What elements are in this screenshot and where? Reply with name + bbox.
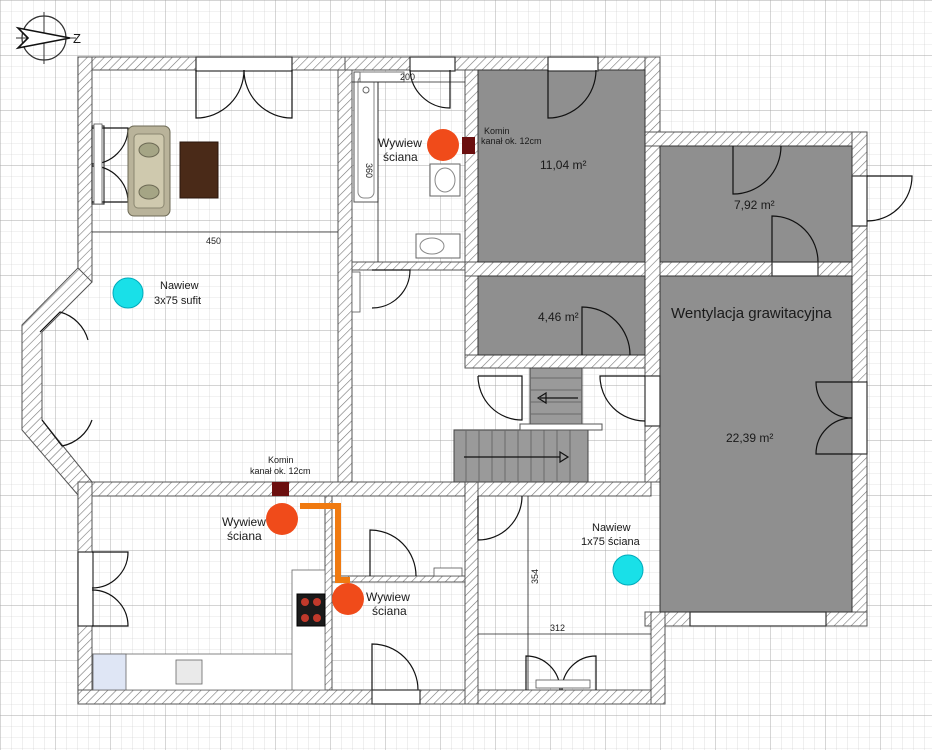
sink-icon xyxy=(429,163,461,197)
coffee-table xyxy=(179,141,219,199)
chimney-mid-label: Komin xyxy=(268,455,294,465)
exhaust-bath-sublabel: ściana xyxy=(383,150,418,164)
dim-bedroom-width: 312 xyxy=(550,623,565,633)
dim-bath-height: 360 xyxy=(364,163,374,178)
bath-shelf xyxy=(359,71,405,83)
bathtub-icon xyxy=(353,71,379,203)
exhaust-kitchen-sublabel: ściana xyxy=(227,529,262,543)
room-top-right xyxy=(659,145,853,263)
sofa-icon xyxy=(127,125,171,217)
room-area-top-right: 7,92 m² xyxy=(734,198,775,212)
grey-rooms xyxy=(477,69,853,613)
big-room-title: Wentylacja grawitacyjna xyxy=(671,305,832,322)
supply-living-label: Nawiew xyxy=(160,280,199,292)
room-small xyxy=(477,275,646,356)
exhaust-vent-bath xyxy=(427,129,459,161)
exhaust-vent-hall xyxy=(332,583,364,615)
exhaust-hall-sublabel: ściana xyxy=(372,604,407,618)
dim-bath-width: 200 xyxy=(400,72,415,82)
supply-living-sublabel: 3x75 sufit xyxy=(154,295,201,307)
supply-right-sublabel: 1x75 ściana xyxy=(581,536,641,548)
compass-north-letter: Z xyxy=(73,31,81,46)
stairs xyxy=(453,367,603,483)
ventilation-duct xyxy=(300,503,350,583)
dim-bedroom-height: 354 xyxy=(530,569,540,584)
stove-icon xyxy=(296,593,326,627)
compass-icon xyxy=(15,12,76,64)
exhaust-bath-label: Wywiew xyxy=(378,136,422,150)
chimney-top-label: Komin xyxy=(484,126,510,136)
exhaust-vent-kitchen xyxy=(266,503,298,535)
chimney-top-sublabel: kanał ok. 12cm xyxy=(481,136,542,146)
room-area-big: 22,39 m² xyxy=(726,431,773,445)
supply-vent-bedroom xyxy=(612,554,644,586)
dimension-lines xyxy=(92,81,651,690)
room-area-small: 4,46 m² xyxy=(538,310,579,324)
exhaust-kitchen-label: Wywiew xyxy=(222,515,266,529)
supply-vent-living xyxy=(112,277,144,309)
exhaust-hall-label: Wywiew xyxy=(366,590,410,604)
chimney-mid xyxy=(272,482,289,496)
supply-right-label: Nawiew xyxy=(592,522,631,534)
room-area-top-middle: 11,04 m² xyxy=(540,158,586,172)
chimney-mid-sublabel: kanał ok. 12cm xyxy=(250,466,311,476)
chimney-top xyxy=(462,137,475,154)
room-top-middle xyxy=(477,69,646,263)
toilet-icon xyxy=(415,233,461,259)
radiators xyxy=(93,123,591,689)
dim-living-width: 450 xyxy=(206,236,221,246)
kitchen-counter xyxy=(92,569,326,691)
